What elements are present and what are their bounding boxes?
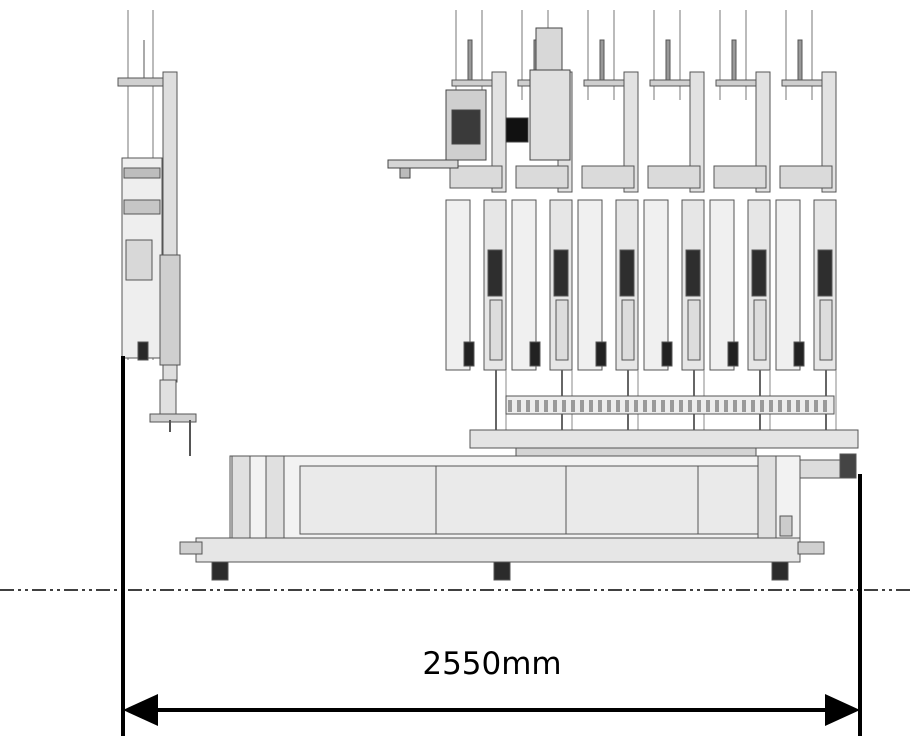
- dimension-arrow-right: [825, 694, 860, 726]
- left-auxiliary-unit: [117, 10, 197, 456]
- control-module: [387, 27, 571, 179]
- dimension-arrow-left: [123, 694, 158, 726]
- guide-rail: [469, 395, 859, 459]
- base-table: [179, 453, 857, 581]
- dimension-label: 2550mm: [422, 646, 562, 682]
- winding-head-units: [445, 10, 837, 430]
